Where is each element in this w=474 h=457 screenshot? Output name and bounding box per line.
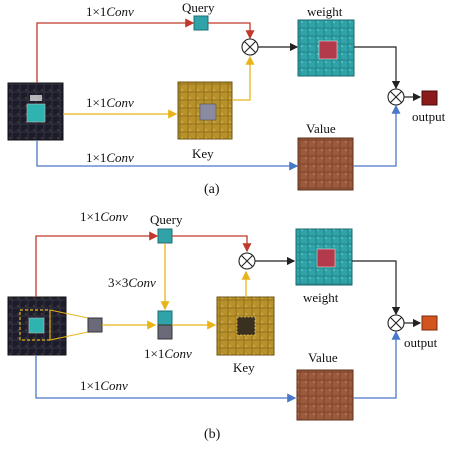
output-label-a: output	[412, 109, 446, 124]
value-label-a: Value	[306, 121, 336, 136]
key-label-b: Key	[233, 360, 255, 375]
value-block-a	[297, 137, 354, 191]
output-block-a	[421, 90, 438, 106]
blue-path-a-out	[353, 104, 401, 167]
red-path-b-in	[35, 231, 159, 297]
blue-path-b-in	[35, 355, 297, 403]
multiply-circle-icon	[238, 252, 256, 270]
multiply-circle-icon	[241, 38, 259, 56]
query-label-a: Query	[182, 0, 215, 15]
black-path-a-out	[354, 46, 401, 90]
weight-label-a: weight	[307, 4, 343, 19]
value-block-b	[296, 369, 354, 421]
black-path-b-out	[352, 260, 401, 316]
query-label-b: Query	[150, 212, 183, 227]
conv33-block	[87, 317, 103, 333]
value-label-b: Value	[308, 350, 338, 365]
query-block-a	[193, 15, 209, 31]
input-image-b	[7, 296, 67, 356]
weight-label-b: weight	[303, 290, 339, 305]
red-path-b-out	[172, 235, 252, 253]
conv-label-a-mid: 1×1Conv	[86, 95, 134, 110]
red-path-a-out	[208, 22, 255, 40]
output-block-b	[421, 315, 438, 331]
conv-label-b-bot: 1×1Conv	[80, 378, 128, 393]
output-label-b: output	[404, 335, 438, 350]
panel-a: 1×1Conv Query weight 1×1Conv Key Value o…	[7, 0, 446, 197]
red-path-a-in	[36, 18, 195, 83]
multiply-circle-icon	[387, 88, 405, 106]
conv-label-a-bot: 1×1Conv	[86, 150, 134, 165]
blue-path-a-in	[36, 140, 299, 171]
blue-path-b-out	[353, 330, 401, 399]
weight-block-a	[297, 19, 355, 77]
key-label-a: Key	[192, 146, 214, 161]
conv-label-a-top: 1×1Conv	[86, 4, 134, 19]
key-block-a	[177, 81, 233, 140]
panel-b: 1×1Conv Query 3×3Conv 1×1Conv Key weight…	[7, 209, 438, 442]
caption-a: (a)	[204, 182, 220, 197]
yellow-path-a-out	[232, 55, 255, 101]
conv33-label: 3×3Conv	[108, 275, 156, 290]
multiply-circle-icon	[387, 314, 405, 332]
weight-block-b	[295, 228, 353, 286]
conv-label-b-top: 1×1Conv	[80, 209, 128, 224]
query-block-b	[157, 228, 173, 244]
caption-b: (b)	[204, 427, 221, 442]
conv-label-b-mid: 1×1Conv	[144, 346, 192, 361]
concat-block-b	[157, 310, 173, 340]
input-image-a	[7, 82, 64, 141]
key-block-b	[216, 296, 275, 356]
